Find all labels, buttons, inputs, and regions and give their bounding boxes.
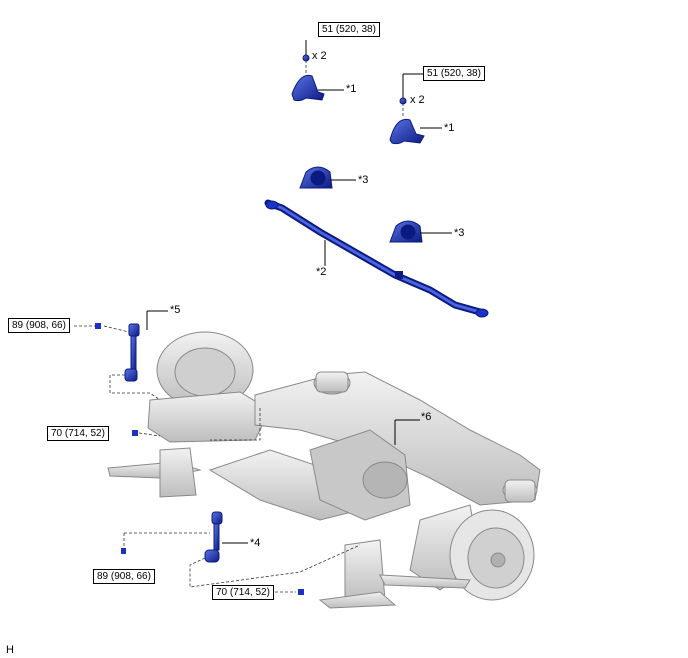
qty-label-upper: x 2 <box>312 50 327 62</box>
torque-label-link-left-nut: 89 (908, 66) <box>8 318 70 333</box>
leader-lines <box>146 40 452 544</box>
callout-bracket-upper: *1 <box>346 83 357 95</box>
callout-bushing-upper: *3 <box>358 174 369 186</box>
callout-subframe: *6 <box>421 411 432 423</box>
stabilizer-bushing-lower <box>389 220 423 243</box>
torque-label-link-right-nut: 89 (908, 66) <box>93 569 155 584</box>
stabilizer-link-left <box>124 323 140 382</box>
nut-89-lower <box>121 548 126 554</box>
stabilizer-bar <box>264 199 489 318</box>
corner-mark: H <box>6 644 14 656</box>
right-lower-arm <box>379 574 471 589</box>
rear-suspension-assembly <box>107 331 541 609</box>
nut-70-right <box>298 589 304 595</box>
left-knuckle <box>147 391 271 443</box>
subframe-crossmember <box>254 371 541 506</box>
torque-label-bracket-lower: 51 (520, 38) <box>423 66 485 81</box>
torque-label-link-left-lower-nut: 70 (714, 52) <box>47 426 109 441</box>
stabilizer-link-right <box>204 511 223 563</box>
torque-label-link-right-lower-nut: 70 (714, 52) <box>212 585 274 600</box>
nut-89-left <box>95 323 101 329</box>
callout-stabilizer-bar: *2 <box>316 266 327 278</box>
callout-bushing-lower: *3 <box>454 227 465 239</box>
nut-70-left <box>132 430 138 436</box>
callout-link-left: *5 <box>170 304 181 316</box>
callout-link-right: *4 <box>250 537 261 549</box>
torque-label-bracket-upper: 51 (520, 38) <box>318 22 380 37</box>
stabilizer-bushing-upper <box>299 166 333 189</box>
stabilizer-bracket-lower <box>389 97 425 145</box>
left-spring-seat <box>159 447 197 498</box>
callout-bracket-lower: *1 <box>444 122 455 134</box>
stabilizer-parts <box>95 54 489 595</box>
qty-label-lower: x 2 <box>410 94 425 106</box>
dashed-guide-lines <box>74 60 404 593</box>
